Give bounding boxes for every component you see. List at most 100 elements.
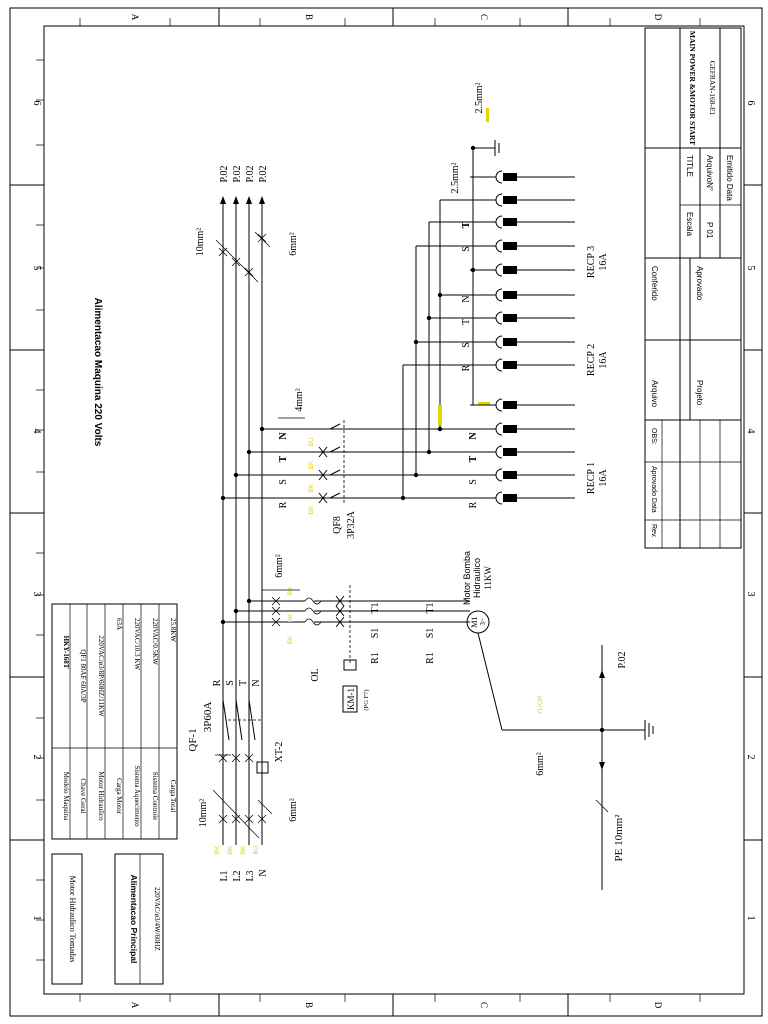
zone-letter-c-bottom: C: [479, 1002, 489, 1008]
recp-3-name: RECP 3: [586, 246, 597, 278]
svg-text:S: S: [468, 479, 479, 485]
bus-label-n: N: [251, 679, 262, 686]
zone-number-1-left: 1: [31, 916, 42, 921]
feed-ref-1: P.02: [219, 166, 230, 183]
spec-row-value: QF1 80AF 60A/3P: [79, 649, 87, 702]
motor-term-in: S1: [370, 628, 381, 639]
motor-name: Motor Bomba: [462, 551, 472, 605]
terminal-xt2: [256, 761, 269, 774]
svg-text:R: R: [461, 364, 472, 371]
spec-row-label: Carga Total: [169, 780, 177, 813]
side-label-box: Motor Hidraulico Tomadas: [51, 853, 83, 985]
spec-row-label: Motor Hidraulico: [97, 771, 105, 821]
earth-motor-cable: 6mm²: [535, 752, 546, 776]
wire-tag: BK: [308, 460, 315, 469]
receptacle-socket: [470, 358, 575, 372]
contactor-km1: KM-1: [346, 688, 356, 710]
receptacle-socket: [470, 193, 575, 207]
motor-name-2: Hidraulico: [472, 558, 482, 598]
outlet-phase-label: T: [278, 455, 289, 462]
spec-table: Modelo Maquina HKY-168T Chave Geral QF1 …: [51, 603, 178, 840]
motor-circuit: KM-1 (PG F7) OL BK BK BK 6mm² R1 S1 T1 R…: [223, 551, 503, 731]
zone-letter-c-top: C: [479, 14, 489, 20]
earth-tag: YL/GR: [537, 695, 544, 715]
receptacle-socket: [470, 215, 575, 229]
svg-text:T: T: [468, 455, 479, 462]
feed-ref-4: P.02: [258, 166, 269, 183]
aprovado-label: Aprovado: [695, 266, 704, 301]
supply-input: 10mm² 6mm² L1 L2 L3 N BK BK BK BU QF-1 3…: [187, 679, 299, 881]
svg-text:R: R: [468, 501, 479, 508]
power-title: Alimentacao Maquina 220 Volts: [92, 298, 103, 447]
outlet-cable-pe: 2.5mm²: [474, 82, 485, 113]
motor-term-out: T1: [425, 602, 436, 613]
wire-tag: BU: [253, 845, 260, 854]
projeto-label: Projeto: [695, 380, 704, 406]
recp-2-name: RECP 2: [586, 344, 597, 376]
svg-text:S: S: [461, 342, 472, 348]
spec-row-value: 220VAC/0.5KW: [151, 618, 159, 665]
line-label-l3: L3: [245, 870, 256, 881]
receptacle-socket: [470, 239, 575, 253]
conferido-label: Conferido: [650, 266, 659, 301]
rev-label: Rev.: [650, 524, 657, 538]
zone-number-2-right: 2: [745, 755, 756, 760]
main-supply-box: Alimentacao Principal 220VAC/ø3/4W/60HZ: [114, 853, 164, 985]
receptacle-socket: [470, 170, 575, 184]
zone-number-3-left: 3: [31, 592, 42, 597]
zone-letter-d-bottom: D: [653, 1002, 663, 1009]
receptacle-socket: [470, 311, 575, 325]
arquivo-n-label: ArquivoN°: [705, 155, 714, 191]
main-breaker-qf1: QF-1 3P60A: [187, 699, 262, 763]
main-supply-title: Alimentacao Principal: [129, 875, 139, 964]
supply-cable-size: 10mm²: [198, 799, 209, 828]
svg-text:N: N: [468, 432, 479, 440]
contactor-ref: (PG F7): [363, 689, 370, 710]
wire-tag: BK: [227, 845, 234, 854]
receptacle-socket: [470, 335, 575, 349]
zone-letter-b-bottom: B: [304, 1002, 314, 1008]
zone-number-2-left: 2: [31, 755, 42, 760]
wire-tag: BK: [240, 845, 247, 854]
spec-row-label: Carga Motor: [115, 778, 123, 815]
spec-row-value: 63A: [115, 618, 123, 630]
terminal-xt2-label: XT-2: [274, 742, 285, 763]
bus-label-t: T: [238, 680, 249, 686]
recp-phase-letters: R S T N R S T N S T: [461, 221, 479, 508]
spec-row-label: Chave Geral: [79, 778, 87, 813]
spec-row-value: HKY-168T: [62, 636, 70, 669]
svg-text:N: N: [461, 295, 472, 302]
wire-tag: BK: [308, 505, 315, 514]
zone-number-5-left: 5: [31, 266, 42, 271]
doc-number: GEFRAN-168-E1: [708, 61, 717, 116]
receptacle-socket: [470, 468, 575, 482]
recp-1-rating: 16A: [598, 469, 609, 487]
main-supply-value: 220VAC/ø3/4W/60HZ: [153, 887, 161, 951]
feed-ref-3: P.02: [245, 166, 256, 183]
wire-tag: BU: [308, 437, 315, 446]
pe-cable: PE 10mm²: [613, 814, 625, 862]
earth-circuit: PE 10mm² 6mm² P.02 YL/GR: [502, 645, 654, 890]
spec-row-value: 25.8KW: [169, 618, 177, 642]
receptacle-labels: RECP 1 16A RECP 2 16A RECP 3 16A: [586, 246, 609, 494]
outlet-phase-label: S: [278, 479, 289, 485]
spec-row-value: 220VAC/ø3/8P/60HZ/11KW: [97, 635, 105, 717]
top-cable-a: 10mm²: [195, 228, 206, 257]
zone-number-4-right: 4: [745, 429, 756, 434]
zone-letter-a-bottom: A: [130, 1002, 140, 1009]
outlet-cable-top: 2.5mm²: [450, 162, 461, 193]
zone-number-5-right: 5: [745, 266, 756, 271]
line-label-l2: L2: [232, 870, 243, 881]
arquivo-label: Arquivo: [650, 380, 659, 408]
wire-tag: BK: [214, 845, 221, 854]
wire-tag: BK: [287, 613, 294, 622]
overload-label: OL: [310, 668, 321, 681]
zone-number-1-right: 1: [745, 916, 756, 921]
zone-number-3-right: 3: [745, 592, 756, 597]
qf8-label: QF8: [332, 516, 343, 534]
receptacle-socket: [470, 263, 575, 277]
spec-row-value: 220VAC/10.3 KW: [133, 618, 141, 670]
drawing-frame: A B C D A B C D 1 2 3 4 5 6 1 2 3 4 5 6: [9, 7, 763, 1017]
outlet-cable: 4mm²: [294, 388, 305, 412]
